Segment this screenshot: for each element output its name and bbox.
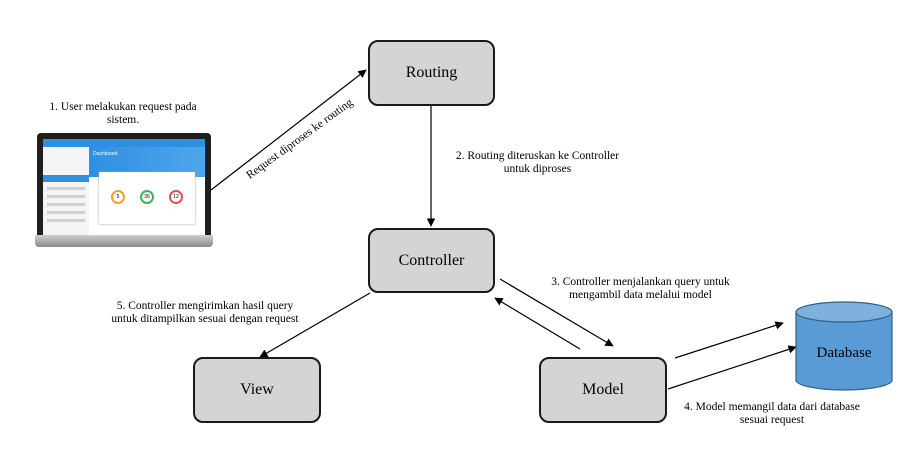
view-node: View <box>193 357 321 423</box>
screen-header: Dashboard <box>93 151 118 157</box>
controller-label: Controller <box>398 251 465 269</box>
arrow-model-database-2 <box>667 345 797 390</box>
step1-label: 1. User melakukan request pada sistem. <box>49 101 197 126</box>
laptop-illustration: Dashboard 5 36 12 <box>35 133 213 249</box>
stat-ring-2: 36 <box>140 190 154 204</box>
view-label: View <box>240 381 274 398</box>
stat-ring-3: 12 <box>169 190 183 204</box>
step4-label: 4. Model memangil data dari database ses… <box>684 401 860 426</box>
arrow-model-controller <box>494 297 581 350</box>
laptop-screen: Dashboard 5 36 12 <box>43 139 205 235</box>
arrow-model-database-1 <box>674 321 784 359</box>
model-node: Model <box>539 357 667 423</box>
step2-label: 2. Routing diteruskan ke Controller untu… <box>455 150 620 175</box>
stat-ring-1: 5 <box>111 190 125 204</box>
arrow-controller-view <box>259 292 371 358</box>
step5-label: 5. Controller mengirimkan hasil query un… <box>111 300 299 325</box>
database-cylinder <box>795 301 893 391</box>
model-label: Model <box>582 381 624 398</box>
routing-label: Routing <box>405 64 458 81</box>
step3-label: 3. Controller menjalankan query untuk me… <box>551 276 730 301</box>
database-label: Database <box>816 345 872 361</box>
routing-node: Routing <box>368 40 495 106</box>
arrow-controller-model <box>499 278 614 347</box>
controller-node: Controller <box>368 228 495 293</box>
arrow-laptop-routing <box>210 69 367 191</box>
